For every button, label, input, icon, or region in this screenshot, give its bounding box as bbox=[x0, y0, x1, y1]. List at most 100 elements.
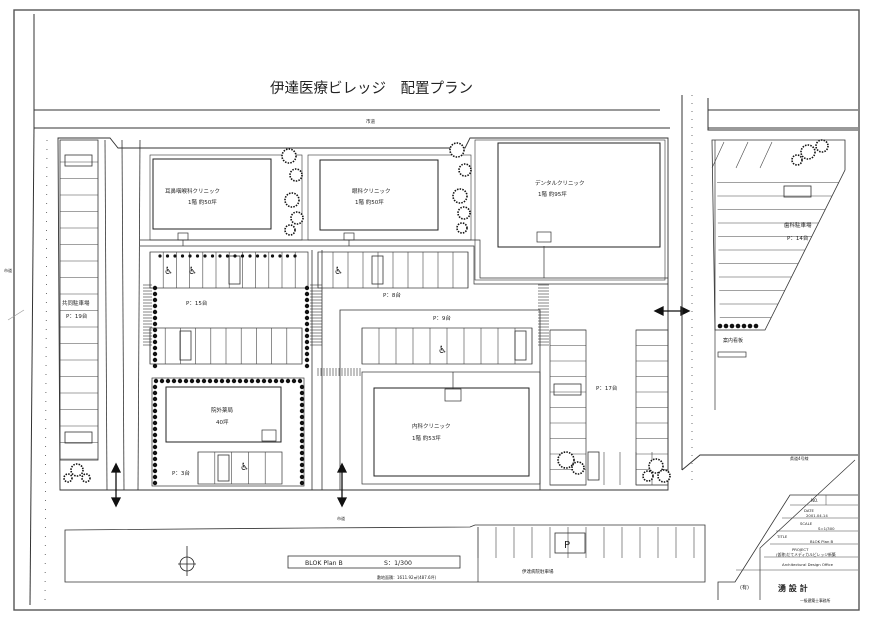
shrub bbox=[299, 456, 305, 462]
shrub bbox=[299, 462, 305, 468]
shrub bbox=[152, 390, 158, 396]
shrub bbox=[152, 438, 158, 444]
shrub bbox=[304, 291, 310, 297]
shrub bbox=[304, 285, 310, 291]
p9-label: P：9台 bbox=[433, 314, 451, 322]
shrub bbox=[152, 456, 158, 462]
eye-clinic-building: 眼科クリニック 1階 約50坪 bbox=[307, 154, 472, 241]
shrub bbox=[299, 396, 305, 402]
shrub bbox=[152, 351, 158, 357]
shrub bbox=[299, 438, 305, 444]
shared-parking-count: P：19台 bbox=[66, 312, 88, 320]
shrub bbox=[201, 378, 207, 384]
shrub bbox=[152, 384, 158, 390]
shrub bbox=[152, 315, 158, 321]
shrub bbox=[152, 321, 158, 327]
shrub bbox=[263, 254, 267, 258]
shrub bbox=[279, 378, 285, 384]
shared-parking-lot: 共同駐車場 P：19台 bbox=[59, 139, 99, 461]
shrub bbox=[195, 378, 201, 384]
shrub bbox=[152, 357, 158, 363]
tree-icon bbox=[642, 470, 654, 482]
shrub bbox=[152, 333, 158, 339]
no-label: NO. bbox=[811, 498, 818, 503]
tree-icon bbox=[284, 192, 300, 208]
project-label: PROJECT bbox=[792, 547, 809, 552]
left-road: 市道 bbox=[4, 127, 48, 606]
trees bbox=[63, 139, 829, 483]
tree-icon bbox=[281, 148, 297, 164]
shared-parking-name: 共同駐車場 bbox=[62, 299, 90, 307]
shrub bbox=[237, 378, 243, 384]
shrub bbox=[243, 378, 249, 384]
shrub bbox=[299, 468, 305, 474]
shrub bbox=[304, 303, 310, 309]
shrub bbox=[225, 378, 231, 384]
shrub bbox=[291, 378, 297, 384]
title-label: TITLE bbox=[776, 534, 788, 539]
middle-left-parking bbox=[149, 327, 303, 365]
pharmacy-building: 院外薬局 40坪 ♿ P：3台 bbox=[151, 285, 310, 487]
tree-icon bbox=[648, 458, 664, 474]
tree-icon bbox=[457, 206, 471, 220]
shrub bbox=[203, 254, 207, 258]
shrub bbox=[299, 450, 305, 456]
left-driveway bbox=[104, 139, 141, 491]
entry-arrows bbox=[110, 305, 691, 508]
shrub bbox=[723, 323, 729, 329]
sign-board-label: 案内看板 bbox=[723, 337, 743, 344]
shrub bbox=[270, 254, 275, 258]
tree-icon bbox=[800, 144, 816, 160]
shrub bbox=[753, 323, 759, 329]
internal-medicine-building: 内科クリニック 1階 約53坪 bbox=[361, 371, 541, 485]
dental-parking-name: 歯科駐車場 bbox=[784, 221, 812, 229]
p3-label: P：3台 bbox=[172, 469, 190, 477]
shrub bbox=[173, 254, 177, 258]
tree-icon bbox=[571, 461, 585, 475]
shrub bbox=[183, 378, 189, 384]
shrub bbox=[299, 420, 305, 426]
shrub bbox=[304, 315, 310, 321]
parking-sign bbox=[554, 532, 586, 554]
plan-label-box bbox=[287, 555, 461, 569]
plan-label-name: BLOK Plan B bbox=[305, 560, 343, 567]
shrub bbox=[299, 444, 305, 450]
shrub bbox=[158, 254, 162, 258]
scale-label: SCALE bbox=[800, 521, 813, 526]
shrub bbox=[304, 309, 310, 315]
date-value: 2001.04.14 bbox=[806, 513, 828, 518]
shrub bbox=[299, 432, 305, 438]
shrub bbox=[255, 378, 261, 384]
shrub bbox=[152, 285, 158, 291]
shrub bbox=[152, 303, 158, 309]
shrub bbox=[218, 254, 222, 258]
top-road-label: 市道 bbox=[366, 118, 375, 125]
shrub bbox=[213, 378, 219, 384]
dental-clinic-name: デンタルクリニック bbox=[535, 179, 585, 187]
shrub bbox=[304, 351, 310, 357]
stall-line bbox=[735, 141, 749, 169]
drawing-border bbox=[13, 9, 860, 611]
shrub bbox=[304, 363, 310, 369]
shrub bbox=[304, 357, 310, 363]
car-icon bbox=[228, 255, 241, 285]
shrub bbox=[741, 323, 747, 329]
shrub bbox=[152, 450, 158, 456]
car-icon bbox=[514, 330, 527, 361]
accessible-parking-icon: ♿ bbox=[438, 345, 447, 356]
shrub bbox=[231, 378, 237, 384]
tree-icon bbox=[657, 469, 671, 483]
tree-icon bbox=[458, 163, 472, 177]
shrub bbox=[210, 254, 215, 258]
tree-icon bbox=[289, 168, 303, 182]
car-icon bbox=[783, 185, 812, 198]
scan-mark bbox=[7, 309, 25, 321]
shrub bbox=[304, 333, 310, 339]
left-road-label: 市道 bbox=[4, 267, 12, 273]
shrub bbox=[207, 378, 213, 384]
shrub bbox=[152, 345, 158, 351]
shrub bbox=[180, 254, 185, 258]
shrub bbox=[261, 378, 267, 384]
shrub bbox=[255, 254, 260, 258]
dental-clinic-building: デンタルクリニック 1階 約95坪 bbox=[474, 139, 666, 281]
